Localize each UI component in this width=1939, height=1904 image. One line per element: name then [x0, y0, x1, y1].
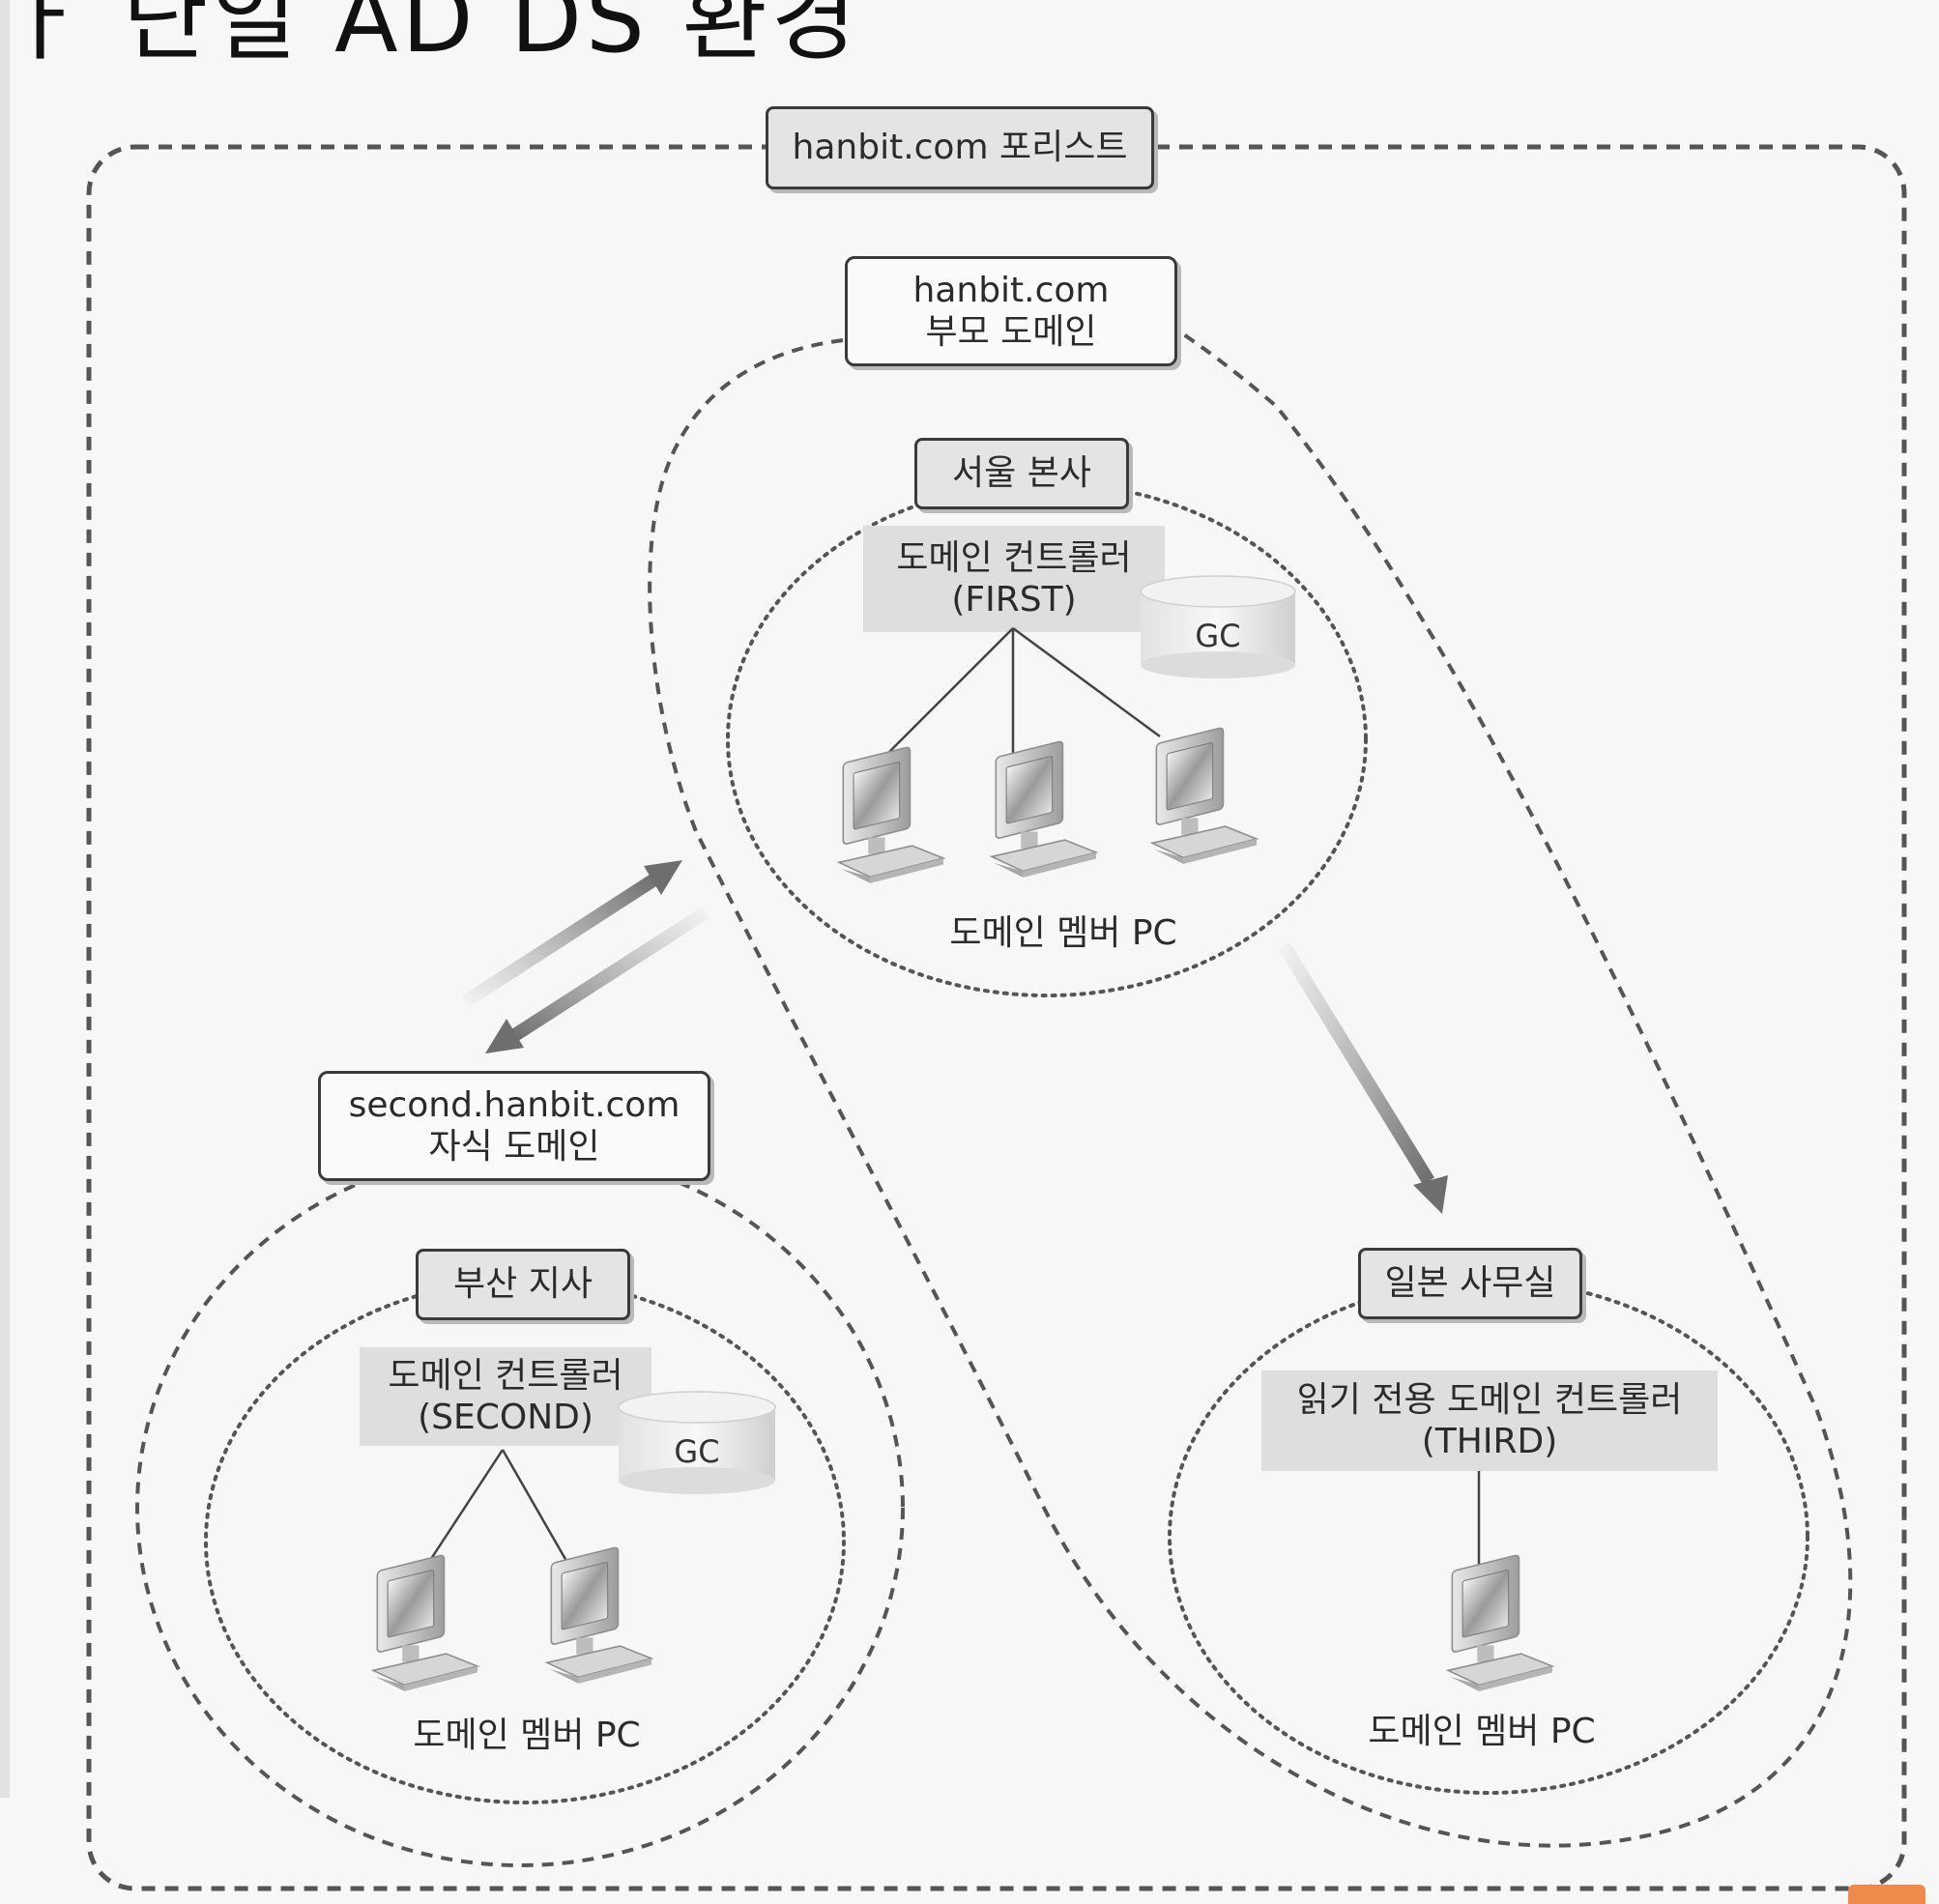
parent-domain-role: 부모 도메인 — [925, 312, 1097, 352]
busan-dc-title: 도메인 컨트롤러 — [388, 1355, 623, 1396]
forest-boundary — [86, 144, 1907, 1891]
busan-members-label: 도메인 멤버 PC — [413, 1716, 641, 1756]
trust-arrow-to-parent-arrow-icon — [462, 860, 682, 1007]
japan-site-boundary — [1168, 1279, 1809, 1795]
busan-site-label-text: 부산 지사 — [453, 1264, 593, 1305]
parent-domain-name: hanbit.com — [912, 270, 1110, 310]
left-edge-bar — [0, 0, 10, 1798]
seoul-dc-links — [888, 626, 1161, 764]
busan-dc-label: 도메인 컨트롤러 (SECOND) — [360, 1347, 651, 1446]
parent-domain-boundary — [648, 327, 1853, 1848]
page-title: ㅏ 단일 AD DS 환경 — [0, 0, 861, 73]
child-domain-label: second.hanbit.com 자식 도메인 — [318, 1071, 710, 1181]
japan-members-label: 도메인 멤버 PC — [1368, 1712, 1596, 1752]
seoul-members-label: 도메인 멤버 PC — [949, 913, 1177, 954]
busan-dc-box — [360, 1347, 651, 1446]
japan-dc-title: 읽기 전용 도메인 컨트롤러 — [1296, 1379, 1683, 1420]
seoul-member-pc-3-monitor-icon — [1151, 726, 1258, 865]
trust-arrow-to-japan-arrow-icon — [1278, 941, 1448, 1214]
forest-label: hanbit.com 포리스트 — [766, 106, 1154, 189]
corner-badge — [1848, 1885, 1925, 1904]
child-domain-role: 자식 도메인 — [428, 1127, 600, 1167]
seoul-site-label: 서울 본사 — [914, 438, 1129, 509]
busan-site-label: 부산 지사 — [416, 1249, 630, 1320]
seoul-gc-database-icon — [1140, 575, 1296, 678]
busan-gc-label: GC — [674, 1433, 720, 1470]
japan-site-label-text: 일본 사무실 — [1384, 1263, 1556, 1304]
japan-site-label: 일본 사무실 — [1358, 1248, 1582, 1319]
trust-arrow-to-child-arrow-icon — [485, 907, 709, 1053]
child-domain-boundary — [135, 1148, 905, 1867]
japan-member-pc-monitor-icon — [1447, 1553, 1553, 1692]
busan-dc-links — [423, 1449, 572, 1569]
busan-dc-hostname: (SECOND) — [418, 1398, 593, 1437]
japan-dc-box — [1261, 1370, 1718, 1471]
seoul-member-pc-1-monitor-icon — [838, 745, 944, 884]
japan-dc-label: 읽기 전용 도메인 컨트롤러 (THIRD) — [1261, 1370, 1718, 1471]
seoul-dc-box — [863, 526, 1165, 632]
seoul-gc-label: GC — [1195, 618, 1241, 654]
busan-member-pc-1-monitor-icon — [372, 1553, 478, 1692]
seoul-site-label-text: 서울 본사 — [952, 453, 1091, 494]
busan-site-boundary — [204, 1279, 846, 1804]
child-domain-name: second.hanbit.com — [348, 1084, 680, 1125]
parent-domain-label: hanbit.com 부모 도메인 — [845, 256, 1177, 366]
seoul-dc-label: 도메인 컨트롤러 (FIRST) — [863, 528, 1165, 630]
seoul-dc-hostname: (FIRST) — [951, 580, 1077, 620]
seoul-dc-title: 도메인 컨트롤러 — [896, 537, 1132, 578]
forest-label-text: hanbit.com 포리스트 — [792, 128, 1128, 168]
seoul-site-boundary — [726, 481, 1368, 997]
seoul-member-pc-2-monitor-icon — [991, 739, 1097, 879]
japan-dc-hostname: (THIRD) — [1421, 1422, 1558, 1461]
busan-member-pc-2-monitor-icon — [546, 1545, 652, 1685]
busan-gc-database-icon — [618, 1391, 776, 1494]
